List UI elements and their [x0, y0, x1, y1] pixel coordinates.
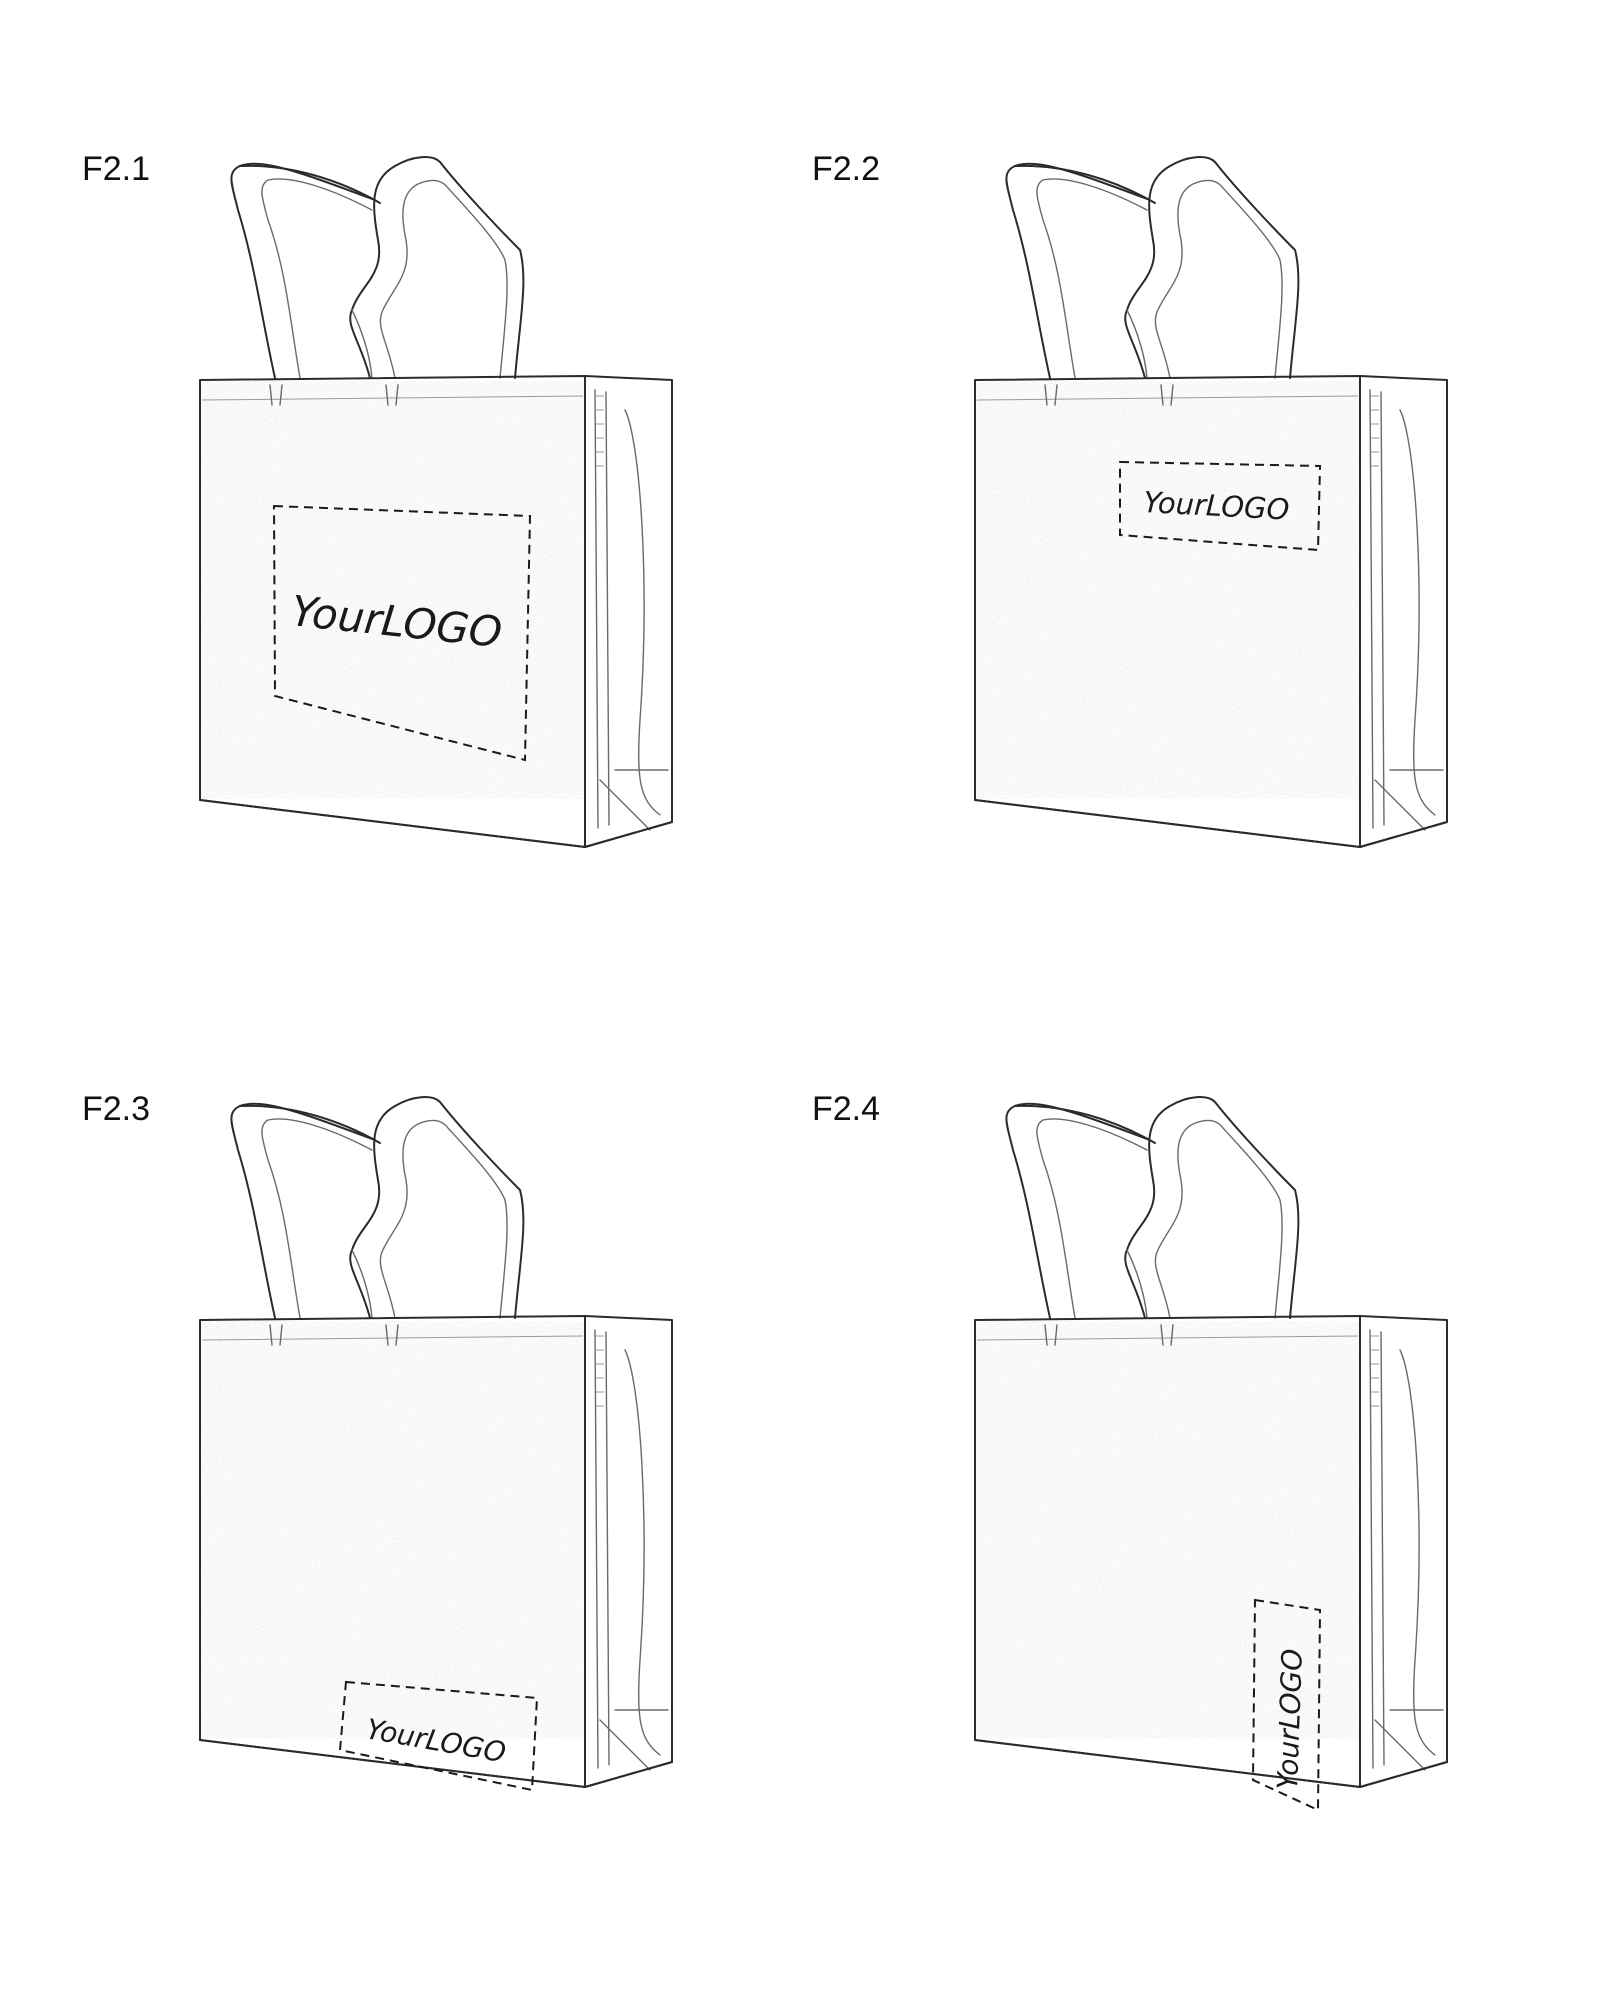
panel-f2-4: F2.4 YourLOGO	[812, 1090, 1447, 1812]
logo-text: YourLOGO	[1271, 1648, 1309, 1790]
panel-label: F2.2	[812, 150, 880, 188]
panel-f2-3: F2.3 YourLOGO	[82, 1090, 672, 1792]
panel-label: F2.3	[82, 1090, 150, 1128]
panel-f2-2: F2.2 YourLOGO	[812, 150, 1447, 847]
panel-label: F2.4	[812, 1090, 880, 1128]
tote-bag-illustration	[200, 1097, 672, 1787]
logo-area-bottom-right-vertical: YourLOGO	[1251, 1598, 1322, 1812]
logo-area-top-right-small: YourLOGO	[1119, 460, 1322, 552]
panel-f2-1: F2.1 YourLOGO	[82, 150, 672, 847]
tote-bag-illustration	[975, 1097, 1447, 1787]
panel-label: F2.1	[82, 150, 150, 188]
logo-text: YourLOGO	[1143, 485, 1291, 527]
tote-bag-illustration	[200, 157, 672, 847]
